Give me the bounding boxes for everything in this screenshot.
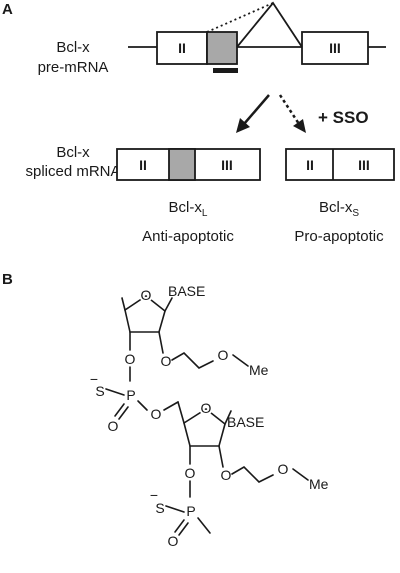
bcl-xl-exon-3-label: III — [221, 157, 233, 173]
solid-arrow-shaft — [243, 94, 270, 125]
pre-mrna-label-line2: pre-mRNA — [38, 59, 109, 76]
bottom-sulfur: S — [155, 500, 164, 516]
o-c5-bond — [163, 401, 179, 411]
alt-5-splice-region — [206, 31, 238, 65]
sso-target-bar — [213, 68, 238, 73]
bottom-phosphorus: P — [186, 503, 195, 519]
top-2-prime-oxygen: O — [161, 353, 172, 369]
exon-2-label: II — [178, 40, 186, 56]
bcl-xs-name: Bcl-xS — [319, 199, 359, 219]
bottom-c2-o-bond — [218, 445, 224, 468]
top-base-bond — [164, 297, 173, 312]
bottom-p-o-double-1 — [174, 519, 185, 533]
pre-mrna-diagram — [128, 1, 386, 65]
bottom-methoxy-oxygen: O — [278, 461, 289, 477]
top-c2-o-bond — [158, 331, 164, 354]
splicing-arrows — [236, 94, 306, 133]
bottom-phosphate-oxygen: O — [168, 533, 179, 549]
exon-3-box — [301, 31, 369, 65]
bottom-p-tail-bond — [197, 517, 211, 534]
top-ring-oxygen: O — [141, 287, 152, 303]
bottom-3-prime-oxygen: O — [185, 465, 196, 481]
c5-c4-bond — [177, 401, 185, 424]
splice-triangle — [236, 1, 303, 48]
bottom-p-s-bond — [165, 505, 185, 513]
top-sugar-ring — [124, 295, 166, 333]
spliced-label-line1: Bcl-x — [56, 144, 90, 161]
bottom-sugar-ring — [183, 408, 226, 447]
chemical-structure — [105, 295, 309, 536]
bcl-xl-name: Bcl-xL — [169, 199, 208, 219]
pre-mrna-label-line1: Bcl-x — [56, 39, 90, 56]
bridging-oxygen: O — [151, 406, 162, 422]
dotted-arrowhead — [293, 119, 306, 133]
panel-a-label: A — [2, 1, 13, 18]
bcl-xl-exon-2-label: II — [139, 157, 147, 173]
bcl-xs-function: Pro-apoptotic — [294, 228, 384, 245]
top-p-o-link-bond — [137, 400, 148, 411]
bottom-methyl-label: Me — [309, 476, 329, 492]
top-p-o-double-2 — [118, 406, 129, 420]
top-methyl-label: Me — [249, 362, 269, 378]
top-sulfur-charge: − — [90, 371, 98, 387]
bottom-base-bond — [224, 410, 232, 425]
bcl-xl-mrna — [116, 148, 261, 181]
alt-splice-dotted-line — [206, 2, 274, 33]
bottom-p-o-double-2 — [178, 522, 189, 536]
top-methoxy-oxygen: O — [218, 347, 229, 363]
top-base-label: BASE — [168, 283, 205, 299]
bottom-2-prime-oxygen: O — [221, 467, 232, 483]
spliced-label-line2: spliced mRNA — [25, 163, 120, 180]
bcl-xs-exon-3-label: III — [358, 157, 370, 173]
bottom-moe-chain — [231, 465, 274, 483]
sso-label: + SSO — [318, 108, 369, 127]
top-5-prime-bond — [121, 297, 126, 311]
bottom-o-me-bond — [292, 468, 309, 481]
bcl-xs-outline — [285, 148, 395, 181]
top-phosphate-oxygen: O — [108, 418, 119, 434]
panel-b-label: B — [2, 271, 13, 288]
bottom-base-label: BASE — [227, 414, 264, 430]
bottom-ring-oxygen: O — [201, 400, 212, 416]
top-3-prime-oxygen: O — [125, 351, 136, 367]
top-moe-chain — [171, 351, 214, 369]
exon-3-label: III — [329, 40, 341, 56]
top-o-me-bond — [232, 354, 249, 367]
top-p-s-bond — [105, 388, 125, 396]
top-phosphorus: P — [126, 387, 135, 403]
solid-arrowhead — [236, 118, 250, 133]
bcl-xs-exon-2-label: II — [306, 157, 314, 173]
bcl-xl-function: Anti-apoptotic — [142, 228, 234, 245]
dotted-arrow-shaft — [278, 94, 301, 125]
bcl-xs-mrna — [285, 148, 395, 181]
top-sulfur: S — [95, 383, 104, 399]
bottom-sulfur-charge: − — [150, 487, 158, 503]
top-p-o-double-1 — [114, 403, 125, 417]
bcl-xl-alt-region — [168, 148, 196, 181]
